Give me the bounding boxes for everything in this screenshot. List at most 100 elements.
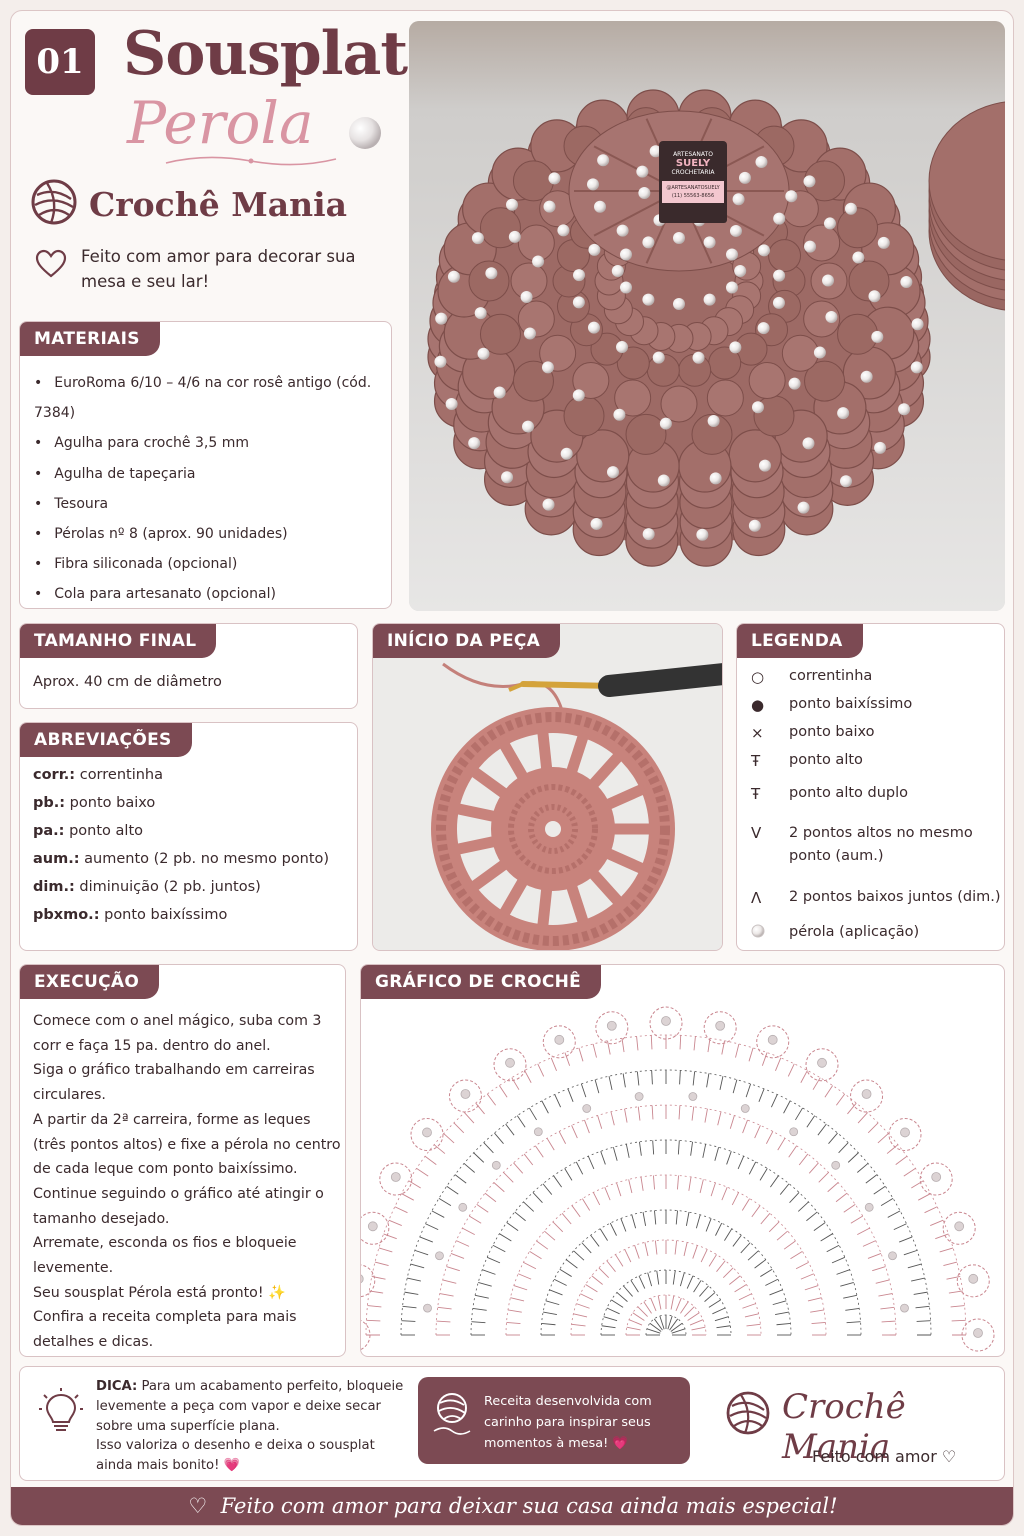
execution-card: EXECUÇÃO Comece com o anel mágico, suba … — [19, 964, 346, 1357]
recipe-title: Sousplat — [123, 19, 408, 89]
single-crochet-symbol: × — [751, 724, 764, 742]
chart-card: GRÁFICO DE CROCHÊ — [360, 964, 1005, 1357]
promo-text: Receita desenvolvida com carinho para in… — [484, 1394, 652, 1451]
double-crochet-symbol: Ŧ — [751, 752, 761, 770]
size-text: Aprox. 40 cm de diâmetro — [33, 674, 222, 690]
legend-label: ponto baixo — [789, 724, 875, 740]
product-photo: ARTESANATO SUELY CROCHETARIA @ARTESANATO… — [409, 21, 1005, 611]
abbreviation: pbxmo.: — [33, 907, 100, 923]
legend-card: LEGENDA ○ correntinha ● ponto baixíssimo ×… — [736, 623, 1005, 951]
size-card: TAMANHO FINAL Aprox. 40 cm de diâmetro — [19, 623, 358, 709]
material-item: Agulha de tapeçaria — [34, 459, 391, 489]
material-item: Tesoura — [34, 489, 391, 519]
pearl-icon — [349, 117, 381, 149]
material-item: Cola para artesanato (opcional) — [34, 579, 391, 608]
size-title: TAMANHO FINAL — [20, 624, 217, 658]
abbreviation: pa.: — [33, 823, 65, 839]
abbreviation-row: dim.: diminuição (2 pb. juntos) — [33, 873, 329, 901]
execution-step: A partir da 2ª carreira, forme as leques… — [33, 1111, 341, 1178]
chain-symbol: ○ — [751, 668, 765, 686]
footer-banner: ♡ Feito com amor para deixar sua casa ai… — [11, 1487, 1013, 1525]
material-item: Fibra siliconada (opcional) — [34, 549, 391, 579]
heart-icon — [35, 249, 67, 278]
tagline: Feito com amor para decorar sua mesa e s… — [81, 247, 356, 291]
tip-block: DICA: Para um acabamento perfeito, bloqu… — [96, 1377, 406, 1476]
abbreviation-meaning: ponto baixo — [65, 795, 156, 811]
footer-text: Feito com amor para deixar sua casa aind… — [220, 1494, 838, 1518]
tag-line5: (11) 55563-8656 — [671, 193, 715, 199]
abbreviation-meaning: correntinha — [75, 767, 164, 783]
legend-label: ponto baixíssimo — [789, 696, 913, 712]
materials-card: MATERIAIS EuroRoma 6/10 – 4/6 na cor ros… — [19, 321, 392, 609]
tip-row: DICA: Para um acabamento perfeito, bloqu… — [19, 1366, 1005, 1481]
materials-list: EuroRoma 6/10 – 4/6 na cor rosê antigo (… — [34, 368, 391, 608]
recipe-subtitle: Perola — [127, 89, 314, 157]
tag-line2: SUELY — [675, 158, 711, 169]
legend-title: LEGENDA — [737, 624, 863, 658]
start-card: INÍCIO DA PEÇA — [372, 623, 723, 951]
yarn-ball-icon — [433, 1393, 471, 1435]
legend-label: pérola (aplicação) — [789, 924, 920, 940]
execution-title: EXECUÇÃO — [20, 965, 160, 999]
flourish-divider — [165, 156, 337, 166]
yarn-ball-icon — [726, 1391, 770, 1435]
legend-label: 2 pontos altos no mesmo ponto (aum.) — [789, 825, 973, 864]
execution-step: Comece com o anel mágico, suba com 3 cor… — [33, 1013, 322, 1054]
material-item: Pérolas nº 8 (aprox. 90 unidades) — [34, 519, 391, 549]
treble-crochet-symbol: Ŧ — [751, 785, 761, 803]
materials-title: MATERIAIS — [20, 322, 160, 356]
abbreviation-row: pa.: ponto alto — [33, 817, 329, 845]
execution-text: Comece com o anel mágico, suba com 3 cor… — [33, 1009, 345, 1355]
abbreviation-meaning: aumento (2 pb. no mesmo ponto) — [79, 851, 330, 867]
yarn-ball-icon — [31, 179, 77, 225]
abbreviation: dim.: — [33, 879, 75, 895]
abbreviation-meaning: ponto alto — [64, 823, 143, 839]
promo-box: Receita desenvolvida com carinho para in… — [418, 1377, 690, 1464]
crochet-diagram — [361, 1006, 995, 1352]
legend-label: correntinha — [789, 668, 873, 684]
tag-line4: @ARTESANATOSUELY — [666, 185, 720, 191]
recipe-number-badge: 01 — [25, 29, 95, 95]
product-tag: ARTESANATO SUELY CROCHETARIA @ARTESANATO… — [659, 141, 727, 223]
execution-step: Arremate, esconda os fios e bloqueie lev… — [33, 1235, 297, 1277]
abbreviation-meaning: ponto baixíssimo — [99, 907, 228, 923]
start-title: INÍCIO DA PEÇA — [373, 624, 561, 658]
pearl-icon — [751, 924, 789, 942]
legend-label: 2 pontos baixos juntos (dim.) — [789, 889, 1001, 905]
brand-signature: Crochê Mania — [782, 1387, 906, 1467]
slip-stitch-symbol: ● — [751, 696, 765, 714]
abbreviation-row: aum.: aumento (2 pb. no mesmo ponto) — [33, 845, 329, 873]
material-item: Agulha para crochê 3,5 mm — [34, 428, 391, 458]
abbreviation-meaning: diminuição (2 pb. juntos) — [74, 879, 261, 895]
sousplat-photo — [409, 21, 1005, 611]
abbreviation: corr.: — [33, 767, 76, 783]
tip-text: Para um acabamento perfeito, bloqueie le… — [96, 1379, 404, 1474]
execution-step: Confira a receita completa para mais det… — [33, 1309, 297, 1351]
abbreviations-title: ABREVIAÇÕES — [20, 723, 192, 757]
abbreviation-row: corr.: correntinha — [33, 761, 329, 789]
execution-step: Continue seguindo o gráfico até atingir … — [33, 1185, 324, 1227]
chart-title: GRÁFICO DE CROCHÊ — [361, 965, 602, 999]
execution-step: Siga o gráfico trabalhando em carreiras … — [33, 1062, 315, 1104]
abbreviation-row: pbxmo.: ponto baixíssimo — [33, 901, 329, 929]
legend-label: ponto alto — [789, 752, 863, 768]
start-piece-photo — [373, 624, 722, 950]
abbreviation: aum.: — [33, 851, 80, 867]
legend-label: ponto alto duplo — [789, 785, 909, 801]
lightbulb-icon — [39, 1388, 83, 1431]
tag-line1: ARTESANATO — [673, 151, 713, 158]
execution-step: Seu sousplat Pérola está pronto! ✨ — [33, 1284, 286, 1301]
tag-line3: CROCHETARIA — [671, 169, 715, 176]
brand-tagline: Feito com amor ♡ — [812, 1447, 957, 1466]
recipe-card: 01 Sousplat Perola Crochê Mania Feito co… — [10, 10, 1014, 1526]
heart-icon: ♡ — [188, 1494, 221, 1518]
brand-name: Crochê Mania — [89, 185, 348, 224]
material-item: EuroRoma 6/10 – 4/6 na cor rosê antigo (… — [34, 368, 391, 428]
increase-symbol: V — [751, 824, 762, 842]
abbreviation: pb.: — [33, 795, 66, 811]
tip-label: DICA: — [96, 1379, 138, 1394]
abbreviation-row: pb.: ponto baixo — [33, 789, 329, 817]
decrease-symbol: Λ — [751, 889, 762, 907]
